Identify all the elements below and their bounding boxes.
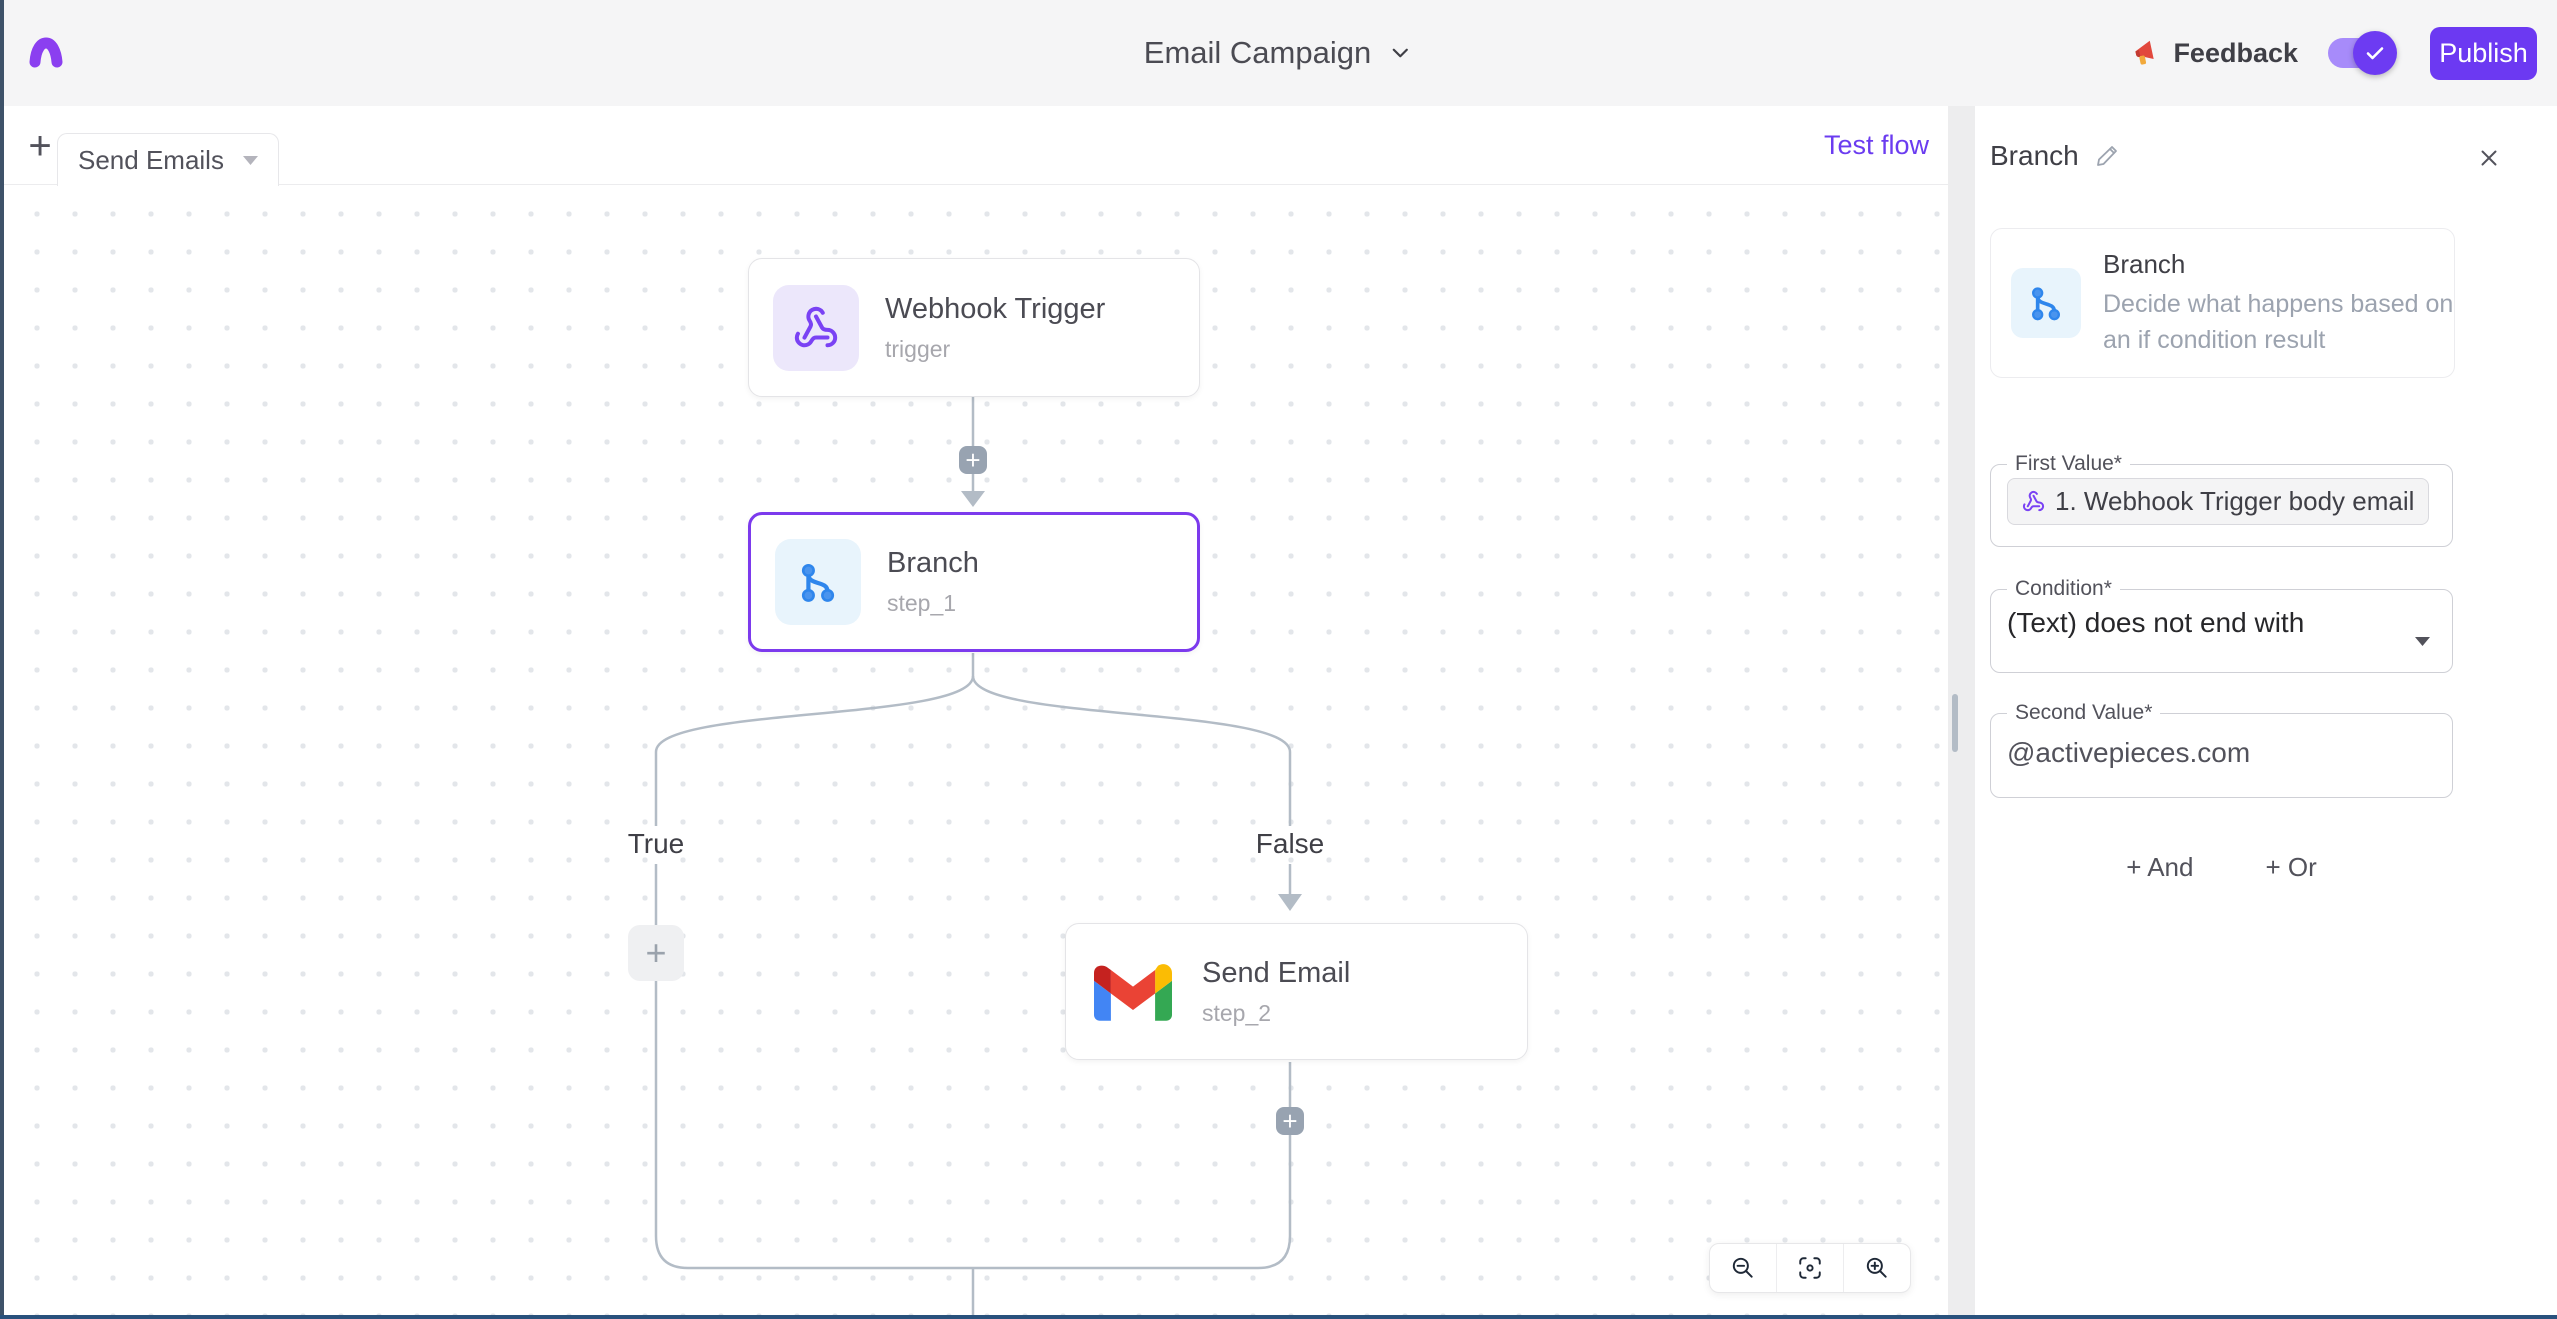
- edit-pencil-icon[interactable]: [2095, 144, 2119, 168]
- toggle-thumb: [2353, 31, 2397, 75]
- node-title: Branch: [887, 547, 979, 579]
- first-value-token[interactable]: 1. Webhook Trigger body email: [2007, 478, 2430, 525]
- branch-false-label: False: [1255, 828, 1325, 859]
- branch-true-label: True: [627, 828, 685, 859]
- megaphone-icon: [2135, 40, 2155, 65]
- feedback-label: Feedback: [2173, 37, 2298, 68]
- node-subtitle: step_2: [1202, 999, 1272, 1026]
- condition-label: Condition*: [2015, 577, 2112, 600]
- node-text: Webhook Trigger trigger: [885, 293, 1105, 363]
- second-value-text: @activepieces.com: [2007, 737, 2251, 768]
- window-bottom-edge: [0, 1315, 2557, 1319]
- condition-value: (Text) does not end with: [2007, 607, 2305, 638]
- second-value-label: Second Value*: [2015, 701, 2153, 724]
- add-and-condition-button[interactable]: + And: [2112, 844, 2207, 891]
- branch-icon: [801, 563, 835, 602]
- tab-caret-down-icon[interactable]: [243, 155, 258, 165]
- gmail-icon: [1094, 964, 1172, 1021]
- node-title: Send Email: [1202, 956, 1351, 989]
- node-text: Send Email step_2: [1202, 957, 1350, 1027]
- tab-send-emails[interactable]: Send Emails: [57, 133, 279, 186]
- add-step-button-1[interactable]: +: [959, 446, 987, 474]
- node-title: Webhook Trigger: [885, 292, 1106, 325]
- zoom-out-button[interactable]: [1710, 1244, 1776, 1292]
- add-step-button-2[interactable]: +: [1276, 1107, 1304, 1135]
- zoom-out-icon: [1732, 1257, 1753, 1278]
- step-settings-panel: Branch Branch Decide what happens based …: [1975, 106, 2557, 1315]
- branch-icon-tile: [2011, 268, 2081, 338]
- canvas-zoom-toolbar: [1709, 1243, 1911, 1293]
- second-value-field[interactable]: Second Value* @activepieces.com: [1990, 701, 2453, 798]
- check-icon: [2366, 47, 2384, 60]
- close-panel-button[interactable]: [2472, 142, 2506, 176]
- node-branch[interactable]: Branch step_1: [748, 512, 1200, 652]
- step-card-description: Decide what happens based on an if condi…: [2103, 289, 2454, 354]
- panel-title: Branch: [1990, 140, 2079, 171]
- webhook-icon: [2022, 490, 2045, 512]
- condition-select[interactable]: Condition* (Text) does not end with: [1990, 577, 2453, 673]
- step-card-title: Branch: [2103, 248, 2186, 279]
- select-caret-down-icon: [2415, 637, 2430, 646]
- canvas-scrollbar-thumb[interactable]: [1952, 694, 1958, 752]
- app-header: Email Campaign Feedback Publish: [0, 0, 2557, 106]
- fit-view-button[interactable]: [1776, 1244, 1843, 1292]
- node-send-email[interactable]: Send Email step_2: [1065, 923, 1528, 1060]
- flow-title-text: Email Campaign: [1143, 35, 1372, 70]
- feedback-button[interactable]: Feedback: [2131, 38, 2298, 69]
- add-flow-tab-button[interactable]: +: [20, 124, 60, 168]
- add-or-condition-button[interactable]: + Or: [2251, 844, 2330, 891]
- node-subtitle: step_1: [887, 590, 957, 616]
- fit-view-icon: [1799, 1257, 1821, 1279]
- branch-icon: [2032, 287, 2061, 321]
- node-subtitle: trigger: [885, 335, 951, 362]
- flow-title-menu[interactable]: Email Campaign: [1144, 0, 1413, 106]
- step-info-card: Branch Decide what happens based on an i…: [1990, 228, 2455, 378]
- tab-label: Send Emails: [78, 144, 224, 175]
- panel-resize-gutter[interactable]: [1948, 106, 1975, 1315]
- node-text: Branch step_1: [887, 547, 979, 617]
- window-left-edge: [0, 0, 4, 1319]
- publish-button[interactable]: Publish: [2430, 26, 2537, 80]
- panel-title-row: Branch: [1990, 140, 2119, 172]
- gmail-icon-tile: [1090, 949, 1176, 1035]
- chevron-down-icon: [1392, 48, 1408, 58]
- webhook-icon: [794, 306, 838, 347]
- test-flow-button[interactable]: Test flow: [1824, 130, 1930, 160]
- node-webhook-trigger[interactable]: Webhook Trigger trigger: [748, 258, 1200, 397]
- condition-group-actions: + And + Or: [1990, 844, 2453, 891]
- first-value-label: First Value*: [2015, 452, 2122, 475]
- branch-icon-tile: [775, 539, 861, 625]
- webhook-icon-tile: [773, 284, 859, 371]
- zoom-in-icon: [1866, 1257, 1887, 1278]
- zoom-in-button[interactable]: [1843, 1244, 1910, 1292]
- step-card-text: Branch Decide what happens based on an i…: [2103, 249, 2477, 358]
- add-step-true-branch-button[interactable]: +: [628, 925, 684, 981]
- flow-tabbar: + Send Emails Test flow: [4, 106, 1948, 186]
- header-actions: Feedback Publish: [2131, 0, 2537, 106]
- publish-toggle[interactable]: [2328, 31, 2397, 75]
- first-value-field[interactable]: First Value* 1. Webhook Trigger body ema…: [1990, 452, 2453, 547]
- activepieces-logo-icon[interactable]: [26, 32, 66, 72]
- close-icon: [2481, 150, 2497, 165]
- first-value-token-text: 1. Webhook Trigger body email: [2055, 486, 2415, 516]
